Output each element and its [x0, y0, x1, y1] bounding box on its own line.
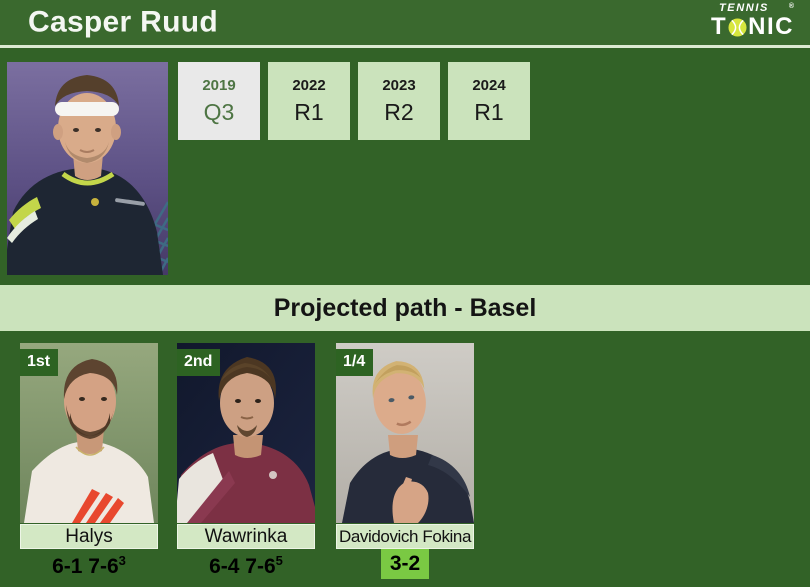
history-result: R1	[294, 98, 324, 125]
opponent-card-halys: 1st Halys 6-1 7-63	[20, 343, 158, 579]
logo-tonic-t: T	[710, 13, 728, 40]
wawrinka-photo[interactable]: 2nd	[177, 343, 315, 523]
history-result: R1	[474, 98, 504, 125]
history-box-2019: 2019 Q3	[178, 62, 260, 140]
davidovich-fokina-photo[interactable]: 1/4	[336, 343, 474, 523]
logo-tennis-text: TENNIS	[718, 2, 769, 14]
round-badge-quarterfinal: 1/4	[336, 349, 374, 376]
h2h-record-badge[interactable]: 3-2	[381, 549, 429, 579]
history-box-2024: 2024 R1	[448, 62, 530, 140]
section-title-band: Projected path - Basel	[0, 285, 810, 331]
match-score-wawrinka: 6-4 7-65	[209, 553, 283, 578]
tennis-ball-icon	[728, 17, 747, 37]
history-result: Q3	[203, 98, 235, 125]
logo-tonic-text: T NIC	[711, 15, 794, 39]
logo-tonic-nic: NIC	[748, 13, 794, 40]
match-score-halys: 6-1 7-63	[52, 553, 126, 578]
history-year: 2022	[292, 76, 326, 94]
opponent-card-wawrinka: 2nd Wawrinka 6-4 7-65	[177, 343, 315, 579]
opponent-name-wawrinka[interactable]: Wawrinka	[177, 524, 315, 549]
casper-ruud-photo[interactable]	[7, 62, 168, 275]
history-box-2022: 2022 R1	[268, 62, 350, 140]
round-badge-2nd: 2nd	[177, 349, 221, 376]
history-result: R2	[384, 98, 414, 125]
section-title: Projected path - Basel	[273, 293, 537, 322]
registered-trademark-mark: ®	[788, 3, 794, 10]
history-box-2023: 2023 R2	[358, 62, 440, 140]
history-year: 2024	[472, 76, 506, 94]
history-year: 2023	[382, 76, 416, 94]
header: Casper Ruud TENNIS ® T NIC	[0, 0, 810, 48]
round-badge-1st: 1st	[20, 349, 59, 376]
tournament-history: 2019 Q3 2022 R1 2023 R2 2024 R1	[178, 62, 530, 140]
page-title: Casper Ruud	[28, 4, 218, 38]
opponent-name-davidovich-fokina[interactable]: Davidovich Fokina	[336, 524, 474, 549]
tennis-tonic-logo[interactable]: TENNIS ® T NIC	[711, 3, 794, 39]
opponent-name-halys[interactable]: Halys	[20, 524, 158, 549]
history-year: 2019	[202, 76, 236, 94]
opponent-card-davidovich-fokina: 1/4 Davidovich Fokina 3-2	[336, 343, 474, 579]
halys-photo[interactable]: 1st	[20, 343, 158, 523]
